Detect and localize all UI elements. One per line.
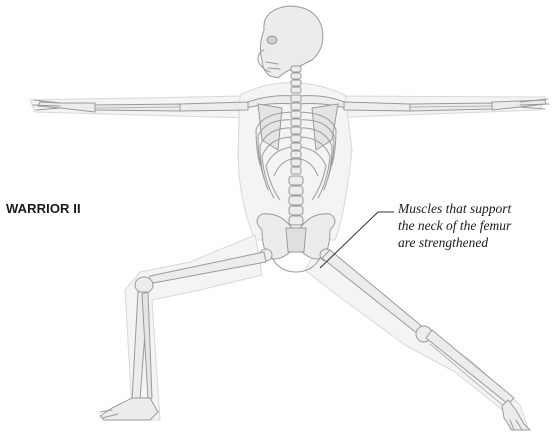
body-outline [30, 83, 545, 431]
cervical-spine [291, 66, 301, 93]
callout-text: Muscles that support the neck of the fem… [398, 200, 511, 251]
callout-line: the neck of the femur [398, 217, 511, 234]
skull [258, 6, 323, 78]
callout-line: Muscles that support [398, 200, 511, 217]
pose-title: WARRIOR II [6, 201, 81, 216]
callout-line: are strengthened [398, 234, 511, 251]
